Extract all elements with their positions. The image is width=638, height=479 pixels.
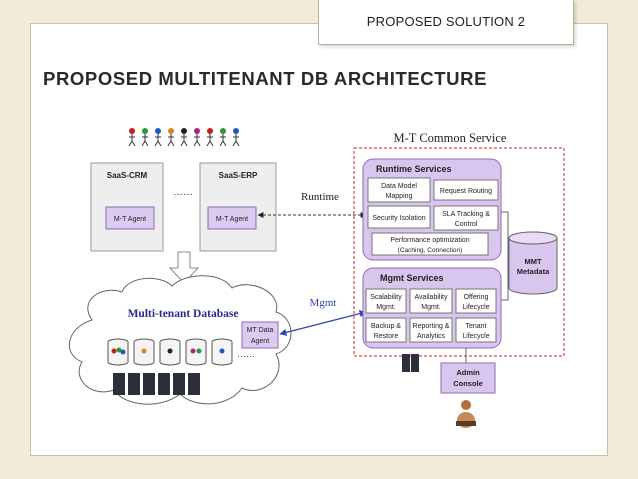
sla-tracking-line2: Control (455, 221, 478, 228)
erp-agent-label: M-T Agent (216, 216, 248, 223)
slide-title: PROPOSED MULTITENANT DB ARCHITECTURE (43, 68, 488, 89)
mt-data-agent-line1: MT Data (247, 327, 274, 334)
request-routing-label: Request Routing (440, 188, 492, 195)
availability-line1: Availability (415, 294, 448, 301)
admin-person-icon (456, 400, 476, 428)
data-model-line1: Data Model (381, 183, 417, 190)
tenant-lifecycle-line1: Tenant (465, 323, 486, 330)
sla-tracking-line1: SLA Tracking & (442, 211, 490, 218)
mmt-metadata-line1: MMT (524, 257, 541, 266)
runtime-services-panel: Runtime Services Data Model Mapping Requ… (362, 158, 502, 261)
security-isolation-label: Security Isolation (372, 215, 425, 222)
common-service-title: M-T Common Service (394, 131, 507, 145)
data-model-line2: Mapping (386, 193, 413, 200)
saas-crm-label: SaaS-CRM (107, 171, 148, 180)
mt-data-agent-box: MT Data Agent (241, 321, 279, 349)
availability-line2: Mgmt. (421, 304, 441, 311)
backup-line1: Backup & (371, 323, 401, 330)
tenant-users-icon (128, 128, 240, 147)
reporting-line2: Analytics (417, 333, 446, 340)
offering-line1: Offering (464, 294, 489, 301)
scalability-line2: Mgmt. (376, 304, 396, 311)
mmt-metadata-cylinder: MMT Metadata (508, 231, 558, 295)
offering-line2: Lifecycle (462, 304, 489, 311)
tenant-lifecycle-line2: Lifecycle (462, 333, 489, 340)
mmt-metadata-line2: Metadata (517, 267, 550, 276)
runtime-services-title: Runtime Services (376, 164, 452, 174)
metadata-connector (501, 211, 509, 301)
backup-line2: Restore (374, 333, 399, 340)
performance-line2: (Caching, Connection) (398, 247, 463, 254)
tenant-database-icons (107, 338, 233, 366)
saas-erp-box: SaaS-ERP M-T Agent (199, 162, 277, 252)
runtime-label: Runtime (301, 191, 339, 203)
section-tab: PROPOSED SOLUTION 2 (318, 0, 574, 45)
performance-line1: Performance optimization (390, 237, 469, 244)
reporting-line1: Reporting & (413, 323, 450, 330)
scalability-line1: Scalability (370, 294, 402, 301)
mt-data-agent-line2: Agent (251, 338, 269, 345)
server-icon (402, 354, 419, 372)
mgmt-arrow (279, 310, 367, 336)
database-title: Multi-tenant Database (128, 308, 239, 320)
admin-console-box: Admin Console (440, 362, 496, 394)
crm-agent-label: M-T Agent (114, 216, 146, 223)
mgmt-services-panel: Mgmt Services Scalability Mgmt. Availabi… (362, 267, 502, 349)
apps-ellipsis: …… (173, 187, 193, 198)
saas-crm-box: SaaS-CRM M-T Agent (90, 162, 164, 252)
mgmt-services-title: Mgmt Services (380, 273, 444, 283)
common-service-border (353, 147, 565, 357)
mgmt-label: Mgmt (310, 297, 337, 309)
database-cloud: Multi-tenant Database (68, 275, 292, 405)
down-arrow-icon (168, 251, 200, 284)
db-server-stack-icon (113, 373, 200, 395)
admin-console-line1: Admin (456, 368, 480, 377)
saas-erp-label: SaaS-ERP (219, 171, 258, 180)
admin-console-line2: Console (453, 379, 483, 388)
database-ellipsis: …… (237, 349, 255, 359)
